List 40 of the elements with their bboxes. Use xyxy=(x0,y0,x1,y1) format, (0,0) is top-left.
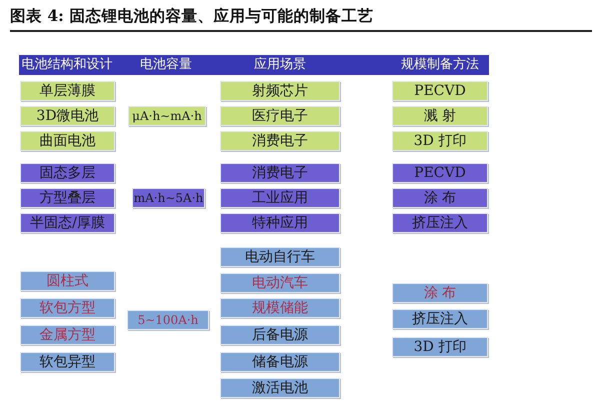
category-box: 挤压注入 xyxy=(392,309,488,329)
category-box: 3D微电池 xyxy=(20,106,115,126)
category-box: 工业应用 xyxy=(220,188,340,208)
category-box: 医疗电子 xyxy=(220,106,340,126)
category-box: mA·h~5A·h xyxy=(132,188,205,208)
category-box: 溅 射 xyxy=(392,106,488,126)
category-box: PECVD xyxy=(392,163,488,183)
category-box: 3D 打印 xyxy=(392,337,488,357)
category-box: 消费电子 xyxy=(220,131,340,151)
category-box: 储备电源 xyxy=(220,352,340,372)
category-box: PECVD xyxy=(392,81,488,101)
category-box: 涂 布 xyxy=(392,188,488,208)
category-box: μA·h~mA·h xyxy=(128,106,206,126)
category-box: 方型叠层 xyxy=(20,188,115,208)
category-box: 5~100A·h xyxy=(127,310,209,330)
category-box: 涂 布 xyxy=(392,283,488,303)
column-header: 电池结构和设计 xyxy=(22,56,112,74)
header-bar xyxy=(19,55,489,75)
category-box: 消费电子 xyxy=(220,163,340,183)
category-box: 后备电源 xyxy=(220,325,340,345)
category-box: 曲面电池 xyxy=(20,131,115,151)
category-box: 圆柱式 xyxy=(20,271,115,291)
category-box: 射频芯片 xyxy=(220,81,340,101)
category-box: 3D 打印 xyxy=(392,131,488,151)
column-header: 规模制备方法 xyxy=(401,56,479,74)
category-box: 软包方型 xyxy=(20,298,115,318)
chart-title: 图表 4: 固态锂电池的容量、应用与可能的制备工艺 xyxy=(10,6,374,27)
category-box: 挤压注入 xyxy=(392,213,488,233)
category-box: 电动自行车 xyxy=(220,247,340,267)
category-box: 单层薄膜 xyxy=(20,81,115,101)
column-header: 电池容量 xyxy=(140,56,192,74)
category-box: 固态多层 xyxy=(20,163,115,183)
category-box: 金属方型 xyxy=(20,325,115,345)
category-box: 激活电池 xyxy=(220,378,340,398)
category-box: 规模储能 xyxy=(220,298,340,318)
category-box: 软包异型 xyxy=(20,352,115,372)
category-box: 电动汽车 xyxy=(220,273,340,293)
category-box: 特种应用 xyxy=(220,213,340,233)
column-header: 应用场景 xyxy=(254,56,306,74)
category-box: 半固态/厚膜 xyxy=(20,213,115,233)
